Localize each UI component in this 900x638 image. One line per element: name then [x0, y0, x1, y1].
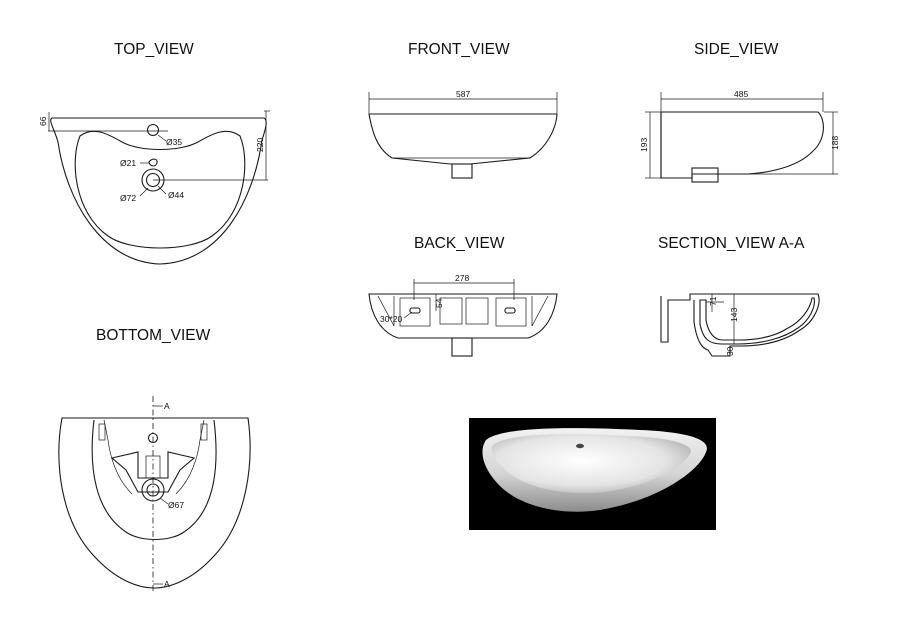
back-waste-outlet: [451, 337, 473, 357]
front-view: FRONT_VIEW 587: [368, 41, 558, 179]
dim-30: 30: [725, 346, 735, 356]
front-view-title: FRONT_VIEW: [408, 41, 510, 58]
dim-66: 66: [38, 116, 48, 126]
side-view: SIDE_VIEW 485 193 188: [639, 41, 840, 183]
top-view-title: TOP_VIEW: [114, 41, 194, 58]
dim-278: 278: [455, 273, 469, 283]
back-fixing-pad-left: [399, 297, 431, 327]
back-rib-left-outer: [377, 295, 395, 327]
section-label-top: A: [164, 401, 170, 411]
dim-188: 188: [830, 136, 840, 150]
dim-54: 54: [434, 298, 444, 308]
back-fixing-slot-left: [409, 307, 421, 314]
back-fixing-slot-right: [504, 307, 516, 314]
dim-193: 193: [639, 138, 649, 152]
section-view-title: SECTION_VIEW A-A: [658, 235, 805, 252]
dim-35: Ø35: [166, 137, 182, 147]
dim-71: 71: [708, 296, 718, 306]
dim-30x20: 30*20: [380, 314, 402, 324]
washbasin-photo: [469, 418, 716, 530]
section-view: SECTION_VIEW A-A 71 143 30: [658, 235, 820, 357]
dim-485: 485: [734, 89, 748, 99]
bottom-inner-recess: [91, 419, 217, 540]
bottom-view-title: BOTTOM_VIEW: [96, 327, 211, 344]
side-body: [660, 111, 824, 179]
back-rib-center-right: [465, 297, 489, 325]
bottom-fix-left: [98, 423, 106, 441]
bottom-rib-left: [103, 419, 133, 495]
bottom-outer: [58, 417, 251, 589]
dim-44: Ø44: [168, 190, 184, 200]
leader-67: [159, 497, 169, 505]
dim-220: 220: [255, 138, 265, 152]
overflow-hole: [148, 158, 158, 167]
tap-hole: [146, 123, 160, 137]
dim-67: Ø67: [168, 500, 184, 510]
section-inner: [699, 297, 815, 345]
top-basin-outline: [50, 117, 267, 265]
photo-basin-bowl: [491, 434, 692, 494]
leader-44: [157, 185, 167, 195]
side-waste-outlet: [691, 167, 719, 183]
dim-143: 143: [729, 308, 739, 322]
bottom-drain-housing: [110, 451, 196, 493]
bottom-rib-right: [175, 419, 205, 495]
photo-tap-hole: [576, 443, 584, 449]
leader-35: [157, 134, 167, 142]
top-bowl-inner: [74, 130, 246, 249]
back-rib-center-left: [439, 297, 463, 325]
section-outer: [660, 293, 820, 357]
dim-21: Ø21: [120, 158, 136, 168]
back-view: BACK_VIEW 278 54 30*20: [368, 235, 558, 357]
bottom-fix-right: [200, 423, 208, 441]
front-waste-outlet: [451, 163, 473, 179]
bottom-view: BOTTOM_VIEW Ø67 A A: [58, 327, 251, 592]
back-view-title: BACK_VIEW: [414, 235, 505, 252]
section-label-bottom: A: [164, 579, 170, 589]
side-view-title: SIDE_VIEW: [694, 41, 779, 58]
top-view: TOP_VIEW 66 220 Ø35 Ø21 Ø72 Ø44: [38, 41, 270, 265]
back-fixing-pad-right: [495, 297, 527, 327]
back-body-outline: [368, 293, 558, 339]
back-rib-right-outer: [531, 295, 549, 327]
front-body: [368, 113, 558, 165]
leader-30x20: [403, 311, 413, 319]
leader-72: [139, 187, 149, 197]
dim-587: 587: [456, 89, 470, 99]
dim-72: Ø72: [120, 193, 136, 203]
